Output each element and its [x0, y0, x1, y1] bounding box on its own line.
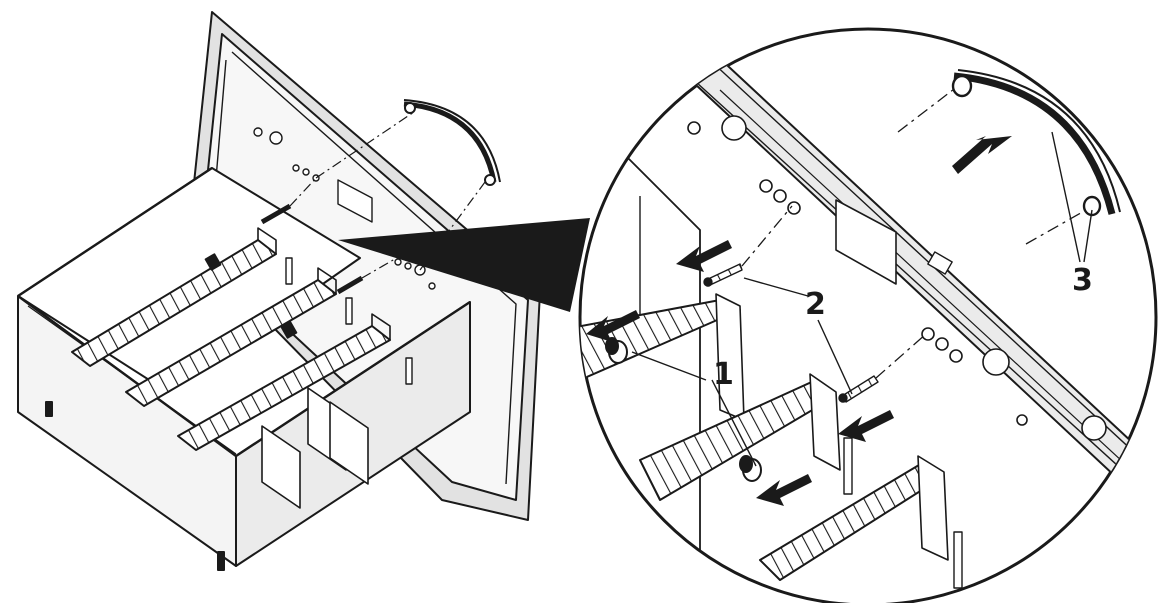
arrow-cap-bottom: [756, 474, 812, 506]
arrow-screw-bottom: [838, 410, 894, 442]
zoom-wedge: [338, 218, 590, 312]
zoom-panel-holes: [687, 115, 1107, 441]
callout-2: 2: [805, 287, 826, 322]
arrow-handle: [952, 136, 1012, 174]
callout-3: 3: [1072, 263, 1093, 298]
label-plate: [337, 179, 373, 223]
fastener-caps: [605, 337, 762, 482]
ribbed-dividers: [71, 227, 391, 451]
callout-1: 1: [713, 357, 734, 392]
drawer-assembly: [17, 11, 541, 571]
leader-lines: [631, 131, 1093, 467]
screws: [703, 263, 879, 403]
arrow-cap-top: [586, 310, 640, 342]
small-handle: [403, 99, 501, 186]
zoom-detail: [578, 27, 1158, 603]
direction-arrows: [586, 136, 1012, 506]
front-panel-holes: [253, 127, 436, 290]
arrow-screw-top: [676, 240, 732, 272]
partitions: [261, 387, 369, 509]
handle: [951, 69, 1121, 217]
drawer-fasteners: [204, 203, 364, 339]
